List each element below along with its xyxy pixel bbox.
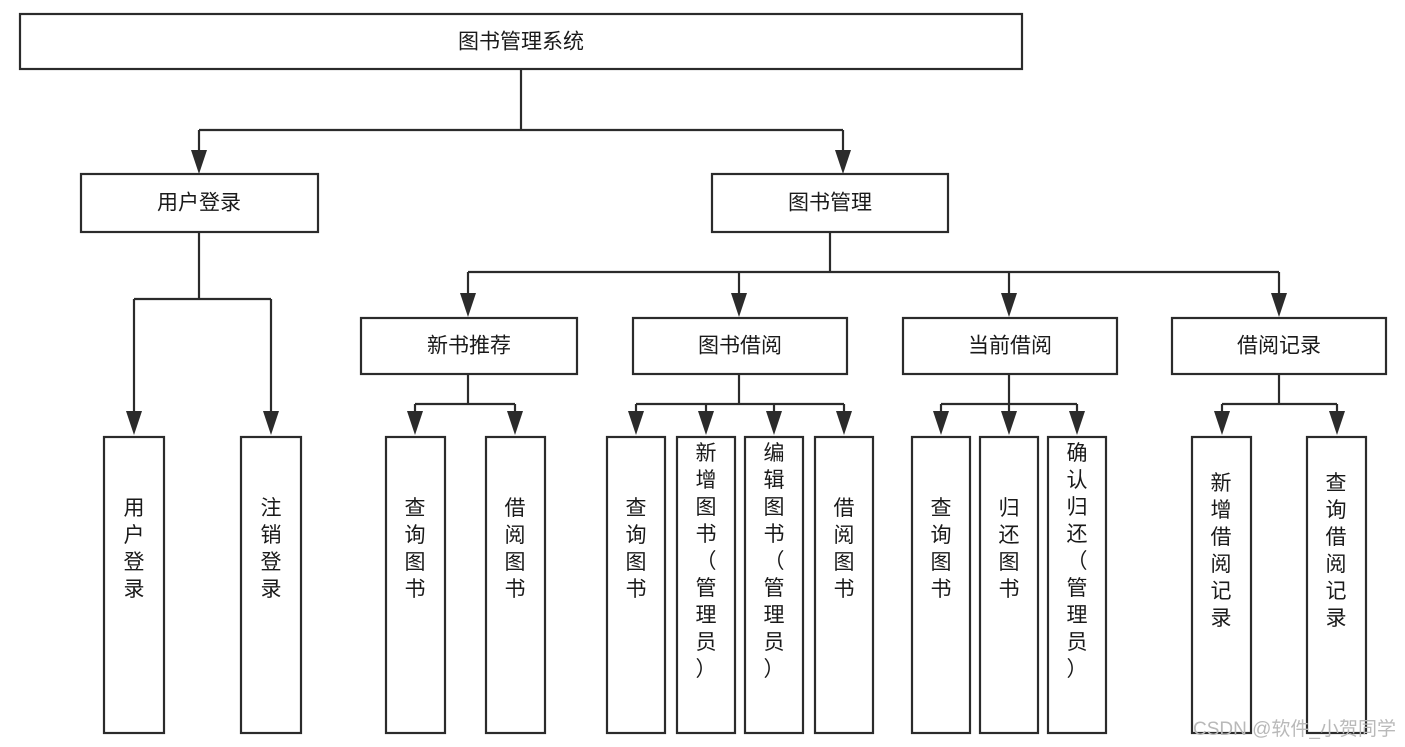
arrow-head-icon [460, 293, 476, 317]
node-leaf-query-book-3-label: 查询图书 [931, 497, 952, 601]
connector-login-to-leaves [126, 232, 279, 435]
node-leaf-query-record-label: 查询借阅记录 [1326, 472, 1347, 630]
node-leaf-add-record-label: 新增借阅记录 [1211, 472, 1232, 630]
node-leaf-borrow-book-2-label: 借阅图书 [834, 497, 855, 601]
connector-records-to-leaves [1214, 374, 1345, 435]
node-leaf-borrow-book-2[interactable]: 借阅图书 [813, 435, 875, 735]
node-leaf-borrow-book-1-label: 借阅图书 [505, 497, 526, 601]
node-leaf-user-login-label: 用户登录 [124, 497, 145, 601]
node-records-label: 借阅记录 [1237, 335, 1321, 358]
arrow-head-icon [731, 293, 747, 317]
node-login-label: 用户登录 [157, 192, 241, 215]
node-newbook-label: 新书推荐 [427, 335, 511, 358]
node-bookmgmt[interactable]: 图书管理 [710, 172, 950, 234]
node-leaf-query-book-2[interactable]: 查询图书 [605, 435, 667, 735]
node-current[interactable]: 当前借阅 [901, 316, 1119, 376]
node-borrow-label: 图书借阅 [698, 335, 782, 358]
node-leaf-return-book[interactable]: 归还图书 [978, 435, 1040, 735]
arrow-head-icon [407, 411, 423, 435]
arrow-head-icon [836, 411, 852, 435]
arrow-head-icon [1329, 411, 1345, 435]
connector-root-to-level1 [191, 69, 851, 174]
arrow-head-icon [766, 411, 782, 435]
node-leaf-query-book-1-label: 查询图书 [405, 497, 426, 601]
node-leaf-confirm-return[interactable]: 确认归还（管理员） [1046, 435, 1108, 735]
watermark: CSDN @软件_小贺同学 [1193, 718, 1396, 740]
node-borrow[interactable]: 图书借阅 [631, 316, 849, 376]
arrow-head-icon [1271, 293, 1287, 317]
arrow-head-icon [628, 411, 644, 435]
node-root[interactable]: 图书管理系统 [18, 12, 1024, 71]
connector-borrow-to-leaves [628, 374, 852, 435]
node-leaf-query-book-2-label: 查询图书 [626, 497, 647, 601]
node-leaf-user-logout[interactable]: 注销登录 [239, 435, 303, 735]
connector-layer [126, 69, 1345, 435]
node-leaf-add-record[interactable]: 新增借阅记录 [1190, 435, 1253, 735]
arrow-head-icon [1069, 411, 1085, 435]
node-leaf-confirm-return-label: 确认归还（管理员） [1067, 442, 1088, 681]
arrow-head-icon [1001, 293, 1017, 317]
arrow-head-icon [507, 411, 523, 435]
node-leaf-borrow-book-1[interactable]: 借阅图书 [484, 435, 547, 735]
arrow-head-icon [1214, 411, 1230, 435]
node-newbook[interactable]: 新书推荐 [359, 316, 579, 376]
node-current-label: 当前借阅 [968, 335, 1052, 358]
node-leaf-add-book-label: 新增图书（管理员） [696, 442, 717, 681]
arrow-head-icon [835, 150, 851, 174]
connector-current-to-leaves [933, 374, 1085, 435]
node-leaf-query-book-1[interactable]: 查询图书 [384, 435, 447, 735]
node-leaf-add-book[interactable]: 新增图书（管理员） [675, 435, 737, 735]
node-leaf-user-logout-label: 注销登录 [261, 497, 282, 601]
node-leaf-return-book-label: 归还图书 [999, 497, 1020, 601]
arrow-head-icon [698, 411, 714, 435]
arrow-head-icon [126, 411, 142, 435]
arrow-head-icon [933, 411, 949, 435]
node-leaf-query-record[interactable]: 查询借阅记录 [1305, 435, 1368, 735]
node-login[interactable]: 用户登录 [79, 172, 320, 234]
arrow-head-icon [1001, 411, 1017, 435]
node-leaf-user-login[interactable]: 用户登录 [102, 435, 166, 735]
node-leaf-edit-book[interactable]: 编辑图书（管理员） [743, 435, 805, 735]
arrow-head-icon [263, 411, 279, 435]
connector-bookmgmt-to-level2 [460, 232, 1287, 317]
node-records[interactable]: 借阅记录 [1170, 316, 1388, 376]
node-bookmgmt-label: 图书管理 [788, 192, 872, 215]
connector-newbook-to-leaves [407, 374, 523, 435]
node-leaf-edit-book-label: 编辑图书（管理员） [764, 442, 785, 681]
node-leaf-query-book-3[interactable]: 查询图书 [910, 435, 972, 735]
node-root-label: 图书管理系统 [458, 31, 584, 54]
arrow-head-icon [191, 150, 207, 174]
